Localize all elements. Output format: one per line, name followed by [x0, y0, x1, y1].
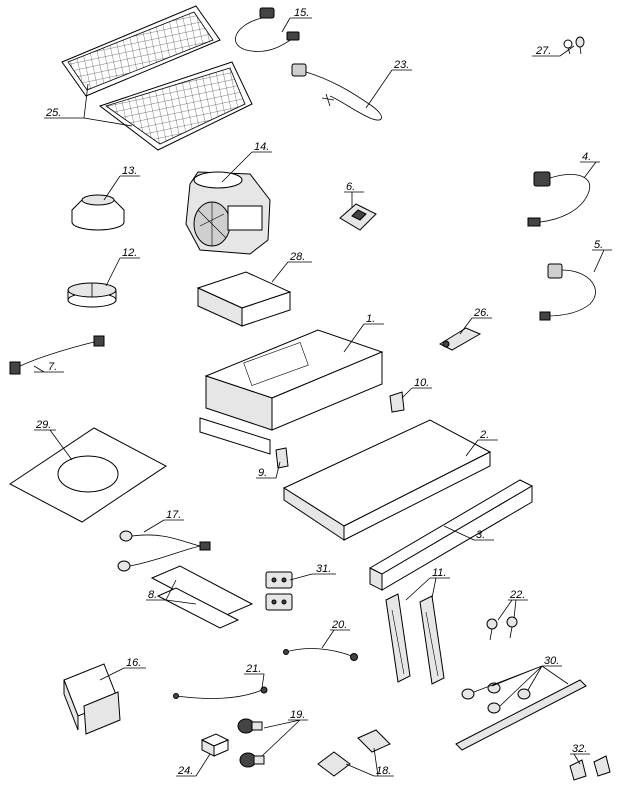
part-label-30: 30. — [544, 655, 559, 667]
part-label-5: 5. — [594, 239, 603, 251]
part-label-18: 18. — [376, 765, 391, 777]
part-label-29: 29. — [35, 419, 51, 431]
front-panel-2 — [282, 419, 492, 541]
part-label-11: 11. — [432, 567, 446, 579]
wire-21 — [173, 686, 268, 699]
clips-32 — [569, 755, 611, 781]
bracket-26 — [438, 327, 482, 351]
part-label-28: 28. — [289, 251, 305, 263]
wire-20 — [283, 648, 358, 661]
clip-10 — [389, 391, 405, 413]
main-housing-1 — [199, 329, 384, 455]
bulbs-19 — [237, 718, 265, 768]
control-board-6 — [339, 203, 377, 231]
mounting-plate-29 — [9, 427, 167, 523]
part-label-15: 15. — [294, 7, 309, 19]
wire-harness-7 — [9, 335, 105, 375]
connector-block-24 — [200, 733, 230, 757]
lamp-wires-17 — [117, 530, 211, 572]
part-label-13: 13. — [122, 165, 137, 177]
part-label-27: 27. — [535, 45, 551, 57]
part-label-7: 7. — [48, 361, 57, 373]
part-label-32: 32. — [572, 743, 587, 755]
cable-5 — [539, 263, 596, 321]
part-label-20: 20. — [331, 619, 347, 631]
tape-strips-8 — [150, 565, 254, 629]
power-cord-23 — [291, 63, 382, 121]
part-label-16: 16. — [126, 657, 141, 669]
blower-motor-14 — [185, 171, 271, 255]
lamp-holders-22 — [486, 616, 518, 641]
part-label-31: 31. — [316, 563, 331, 575]
clips-31 — [265, 571, 293, 611]
cable-15 — [235, 7, 300, 52]
part-label-10: 10. — [414, 377, 429, 389]
part-label-3: 3. — [476, 529, 485, 541]
part-label-4: 4. — [582, 151, 591, 163]
part-label-22: 22. — [509, 589, 525, 601]
part-label-21: 21. — [245, 663, 261, 675]
part-label-12: 12. — [122, 247, 137, 259]
part-label-2: 2. — [479, 429, 489, 441]
brackets-18 — [317, 729, 391, 777]
cable-4 — [527, 171, 591, 227]
grease-filter-bottom — [98, 61, 253, 151]
transformer-16 — [63, 663, 121, 735]
part-label-8: 8. — [148, 589, 157, 601]
part-label-14: 14. — [254, 141, 269, 153]
grease-filter-top — [61, 5, 221, 97]
screws-27 — [563, 36, 585, 55]
part-label-9: 9. — [258, 467, 267, 479]
part-label-26: 26. — [473, 307, 489, 319]
leader-lines — [33, 17, 612, 777]
part-labels: 25. 15. 23. 27. 13. 14. 4. 6. 12. 28. 5.… — [35, 7, 603, 777]
part-label-24: 24. — [177, 765, 193, 777]
reducer-collar-13 — [71, 194, 125, 231]
clip-9 — [275, 447, 289, 469]
chimney-box-28 — [196, 271, 292, 327]
part-label-17: 17. — [166, 509, 181, 521]
lamp-rail-30 — [455, 679, 587, 751]
part-label-25: 25. — [45, 107, 61, 119]
light-bars-11 — [385, 593, 445, 685]
part-label-6: 6. — [346, 181, 355, 193]
backdraft-damper-12 — [67, 282, 117, 308]
part-label-1: 1. — [366, 313, 375, 325]
part-label-23: 23. — [393, 59, 409, 71]
part-label-19: 19. — [290, 709, 305, 721]
trim-rail-3 — [368, 479, 534, 591]
